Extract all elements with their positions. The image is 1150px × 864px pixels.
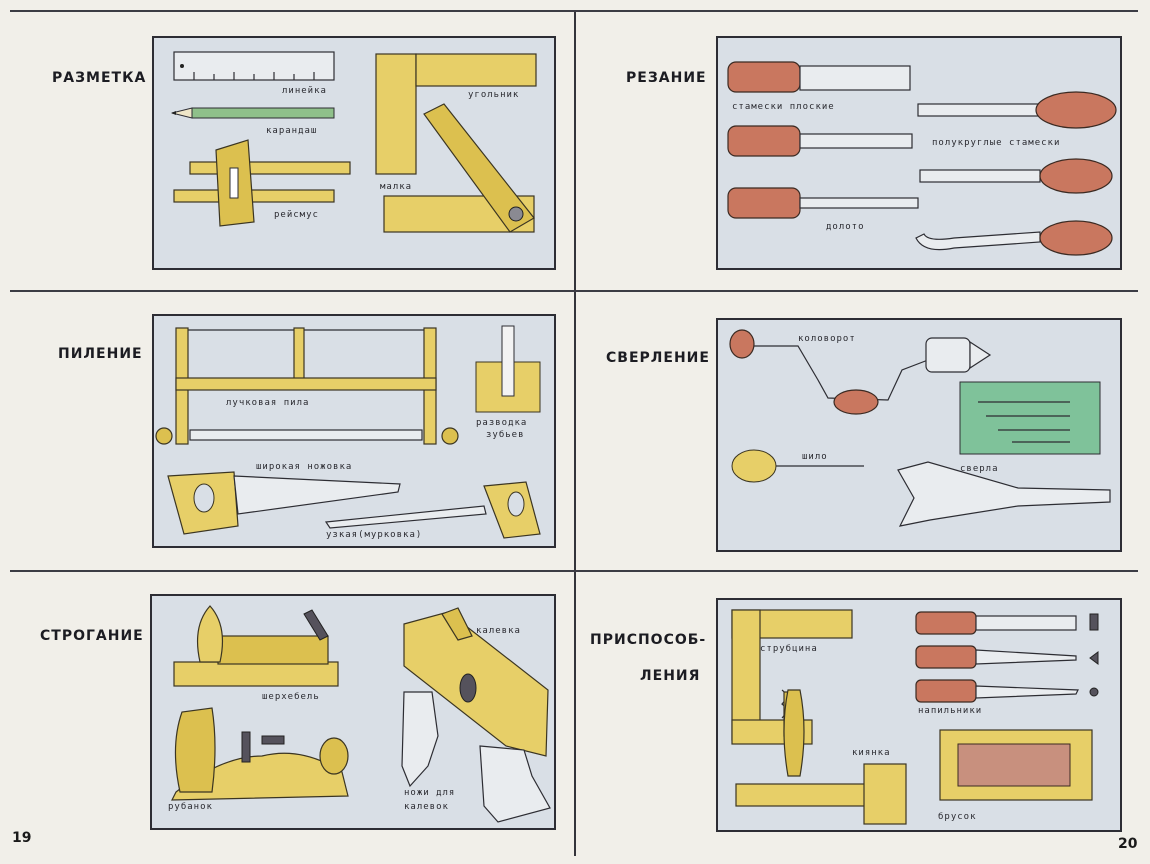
label-awl: шило <box>802 452 828 462</box>
label-block: брусок <box>938 812 977 822</box>
title-cutting: РЕЗАНИЕ <box>626 70 707 86</box>
title-planing: СТРОГАНИЕ <box>40 628 144 644</box>
sharpening-block-icon <box>939 729 1093 801</box>
label-flat-chisels: стамески плоские <box>732 102 835 112</box>
bow-saw-icon <box>155 327 459 445</box>
cutting-illustration <box>727 61 1117 256</box>
try-square-icon <box>375 53 537 175</box>
label-bevel: малка <box>380 182 413 192</box>
title-fixtures-line2: ЛЕНИЯ <box>640 668 701 684</box>
label-knives2: калевок <box>404 802 449 812</box>
mortise-chisel-icon <box>727 187 919 219</box>
label-files: напильники <box>918 706 983 716</box>
title-fixtures-line1: ПРИСПОСОБ- <box>590 632 707 648</box>
jack-plane-icon <box>171 707 349 801</box>
label-mortise: долото <box>826 222 865 232</box>
label-teeth: зубьев <box>486 430 525 440</box>
row-divider-1 <box>10 290 1138 292</box>
gouge-icon-2 <box>919 158 1113 194</box>
label-brace: коловорот <box>798 334 856 344</box>
label-bits: сверла <box>960 464 999 474</box>
files-icon <box>915 611 1099 703</box>
drill-bits-icon <box>959 381 1101 455</box>
awl-icon <box>731 449 864 483</box>
title-sawing: ПИЛЕНИЕ <box>58 346 143 362</box>
marking-gauge-icon <box>173 139 351 227</box>
label-gouges: полукруглые стамески <box>932 138 1061 148</box>
label-narrow-saw: узкая(мурковка) <box>326 530 423 540</box>
scrub-plane-icon <box>173 605 339 687</box>
panel-cutting: стамески плоские полукруглые стамески до… <box>716 36 1122 270</box>
tooth-setting-icon <box>475 325 541 413</box>
wide-handsaw-icon <box>167 471 401 535</box>
panel-fixtures: струбцина киянка напильники брусок <box>716 598 1122 832</box>
flat-chisel-icon-2 <box>727 125 913 157</box>
top-border <box>10 10 1138 12</box>
panel-planing: шерхебель рубанок калевка ножи для калев… <box>150 594 556 830</box>
label-scrub: шерхебель <box>262 692 320 702</box>
spine-divider <box>574 10 576 856</box>
page-number-left: 19 <box>12 830 32 846</box>
sliding-bevel-icon <box>383 103 535 233</box>
label-square: угольник <box>468 90 520 100</box>
spade-bit-icon <box>897 461 1111 527</box>
planing-illustration <box>171 605 551 823</box>
brace-icon <box>729 329 992 415</box>
marking-illustration <box>171 51 537 233</box>
mallet-icon <box>735 689 907 825</box>
label-ruler: линейка <box>282 86 327 96</box>
pencil-icon <box>171 107 335 119</box>
title-marking: РАЗМЕТКА <box>52 70 147 86</box>
molding-knives-icon <box>401 691 551 823</box>
label-bow-saw: лучковая пила <box>226 398 310 408</box>
panel-drilling: коловорот шило сверла <box>716 318 1122 552</box>
bent-gouge-icon <box>915 220 1113 256</box>
drilling-illustration <box>729 329 1111 527</box>
label-pencil: карандаш <box>266 126 318 136</box>
page-number-right: 20 <box>1118 836 1138 852</box>
label-wide-saw: широкая ножовка <box>256 462 353 472</box>
label-jack: рубанок <box>168 802 213 812</box>
label-gauge: рейсмус <box>274 210 319 220</box>
title-drilling: СВЕРЛЕНИЕ <box>606 350 710 366</box>
row-divider-2 <box>10 570 1138 572</box>
label-knives: ножи для <box>404 788 456 798</box>
flat-chisel-icon <box>727 61 911 93</box>
label-mallet: киянка <box>852 748 891 758</box>
panel-sawing: лучковая пила разводка зубьев широкая но… <box>152 314 556 548</box>
panel-marking: линейка карандаш рейсмус угольник малка <box>152 36 556 270</box>
label-setting: разводка <box>476 418 528 428</box>
gouge-icon <box>917 91 1117 129</box>
fixtures-illustration <box>731 609 1099 825</box>
narrow-handsaw-icon <box>324 481 541 539</box>
label-molding: калевка <box>476 626 521 636</box>
molding-plane-icon <box>403 607 549 757</box>
label-clamp: струбцина <box>760 644 818 654</box>
sawing-illustration <box>155 325 541 539</box>
